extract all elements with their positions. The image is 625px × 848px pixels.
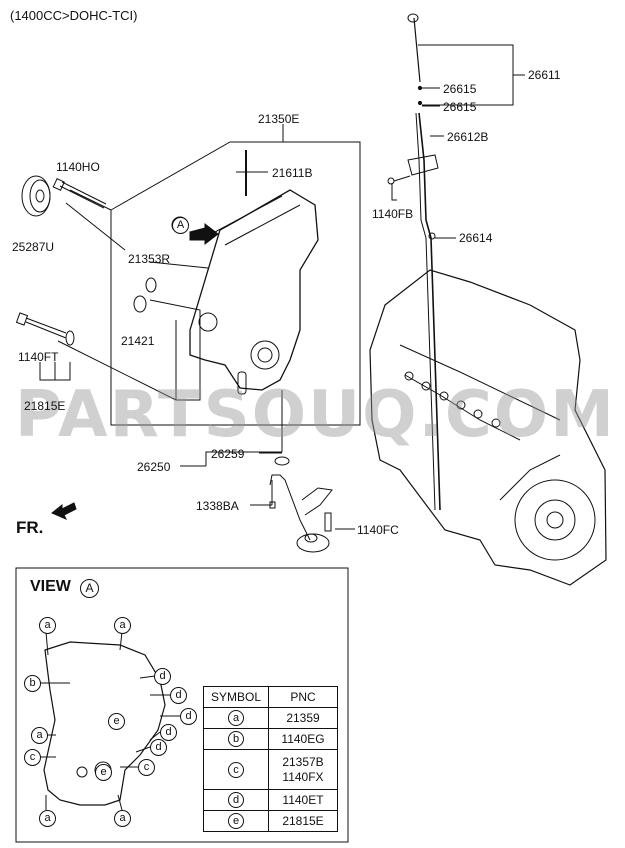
part-label-1140fc[interactable]: 1140FC: [357, 523, 399, 537]
part-label-26615-lower[interactable]: 26615: [443, 100, 477, 114]
symbol-pnc-table: SYMBOL PNC a 21359 b 1140EG c 21357B 114…: [203, 686, 338, 832]
part-label-21421[interactable]: 21421: [121, 334, 155, 348]
symbol-cell: d: [228, 792, 244, 808]
part-label-1140fb[interactable]: 1140FB: [372, 207, 414, 221]
pnc-cell[interactable]: 1140ET: [268, 789, 338, 811]
view-marker: a: [114, 617, 131, 634]
part-label-21815e[interactable]: 21815E: [24, 399, 66, 413]
part-label-26259[interactable]: 26259: [211, 447, 245, 461]
view-marker: a: [114, 810, 131, 827]
part-label-25287u[interactable]: 25287U: [12, 240, 55, 254]
pnc-cell[interactable]: 1140EG: [268, 728, 338, 750]
part-label-21353r[interactable]: 21353R: [128, 252, 171, 266]
callout-a-marker[interactable]: A: [172, 217, 189, 234]
view-marker: c: [138, 759, 155, 776]
part-label-1140ft[interactable]: 1140FT: [18, 350, 59, 364]
pnc-value[interactable]: 21357B: [282, 754, 324, 769]
view-marker: d: [180, 708, 197, 725]
view-marker: a: [39, 810, 56, 827]
view-marker: d: [154, 668, 171, 685]
view-marker: d: [170, 687, 187, 704]
symbol-cell: e: [228, 813, 244, 829]
table-row[interactable]: c 21357B 1140FX: [203, 749, 338, 790]
pnc-cell[interactable]: 21359: [268, 707, 338, 729]
part-label-21611b[interactable]: 21611B: [272, 166, 313, 180]
view-title: VIEW: [30, 578, 71, 595]
part-label-26612b[interactable]: 26612B: [447, 130, 489, 144]
pnc-cell[interactable]: 21815E: [268, 810, 338, 832]
front-direction-label: FR.: [16, 518, 44, 537]
symbol-column-header: SYMBOL: [203, 686, 269, 708]
table-header-row: SYMBOL PNC: [203, 686, 338, 708]
view-marker: b: [24, 675, 41, 692]
view-callout-circle: A: [80, 579, 99, 598]
pnc-column-header: PNC: [268, 686, 338, 708]
view-marker: e: [108, 713, 125, 730]
view-marker: a: [39, 617, 56, 634]
view-marker: d: [160, 724, 177, 741]
view-marker: a: [31, 727, 48, 744]
part-label-26614[interactable]: 26614: [459, 231, 493, 245]
view-marker: e: [95, 764, 112, 781]
engine-spec-label: (1400CC>DOHC-TCI): [10, 8, 138, 23]
view-marker: c: [24, 749, 41, 766]
symbol-cell: b: [228, 731, 244, 747]
table-row[interactable]: d 1140ET: [203, 789, 338, 811]
part-label-1140ho[interactable]: 1140HO: [56, 160, 100, 174]
part-label-26250[interactable]: 26250: [137, 460, 171, 474]
pnc-value[interactable]: 1140FX: [282, 769, 324, 784]
symbol-cell: a: [228, 710, 244, 726]
part-label-26615-upper[interactable]: 26615: [443, 82, 477, 96]
pnc-cell[interactable]: 21357B 1140FX: [268, 749, 338, 790]
table-row[interactable]: e 21815E: [203, 810, 338, 832]
part-label-26611[interactable]: 26611: [528, 68, 561, 82]
table-row[interactable]: a 21359: [203, 707, 338, 729]
view-marker: d: [150, 739, 167, 756]
table-row[interactable]: b 1140EG: [203, 728, 338, 750]
watermark: PARTSOUQ.COM: [15, 378, 616, 452]
symbol-cell: c: [228, 761, 244, 778]
part-label-21350e[interactable]: 21350E: [258, 112, 300, 126]
part-label-1338ba[interactable]: 1338BA: [196, 499, 239, 513]
